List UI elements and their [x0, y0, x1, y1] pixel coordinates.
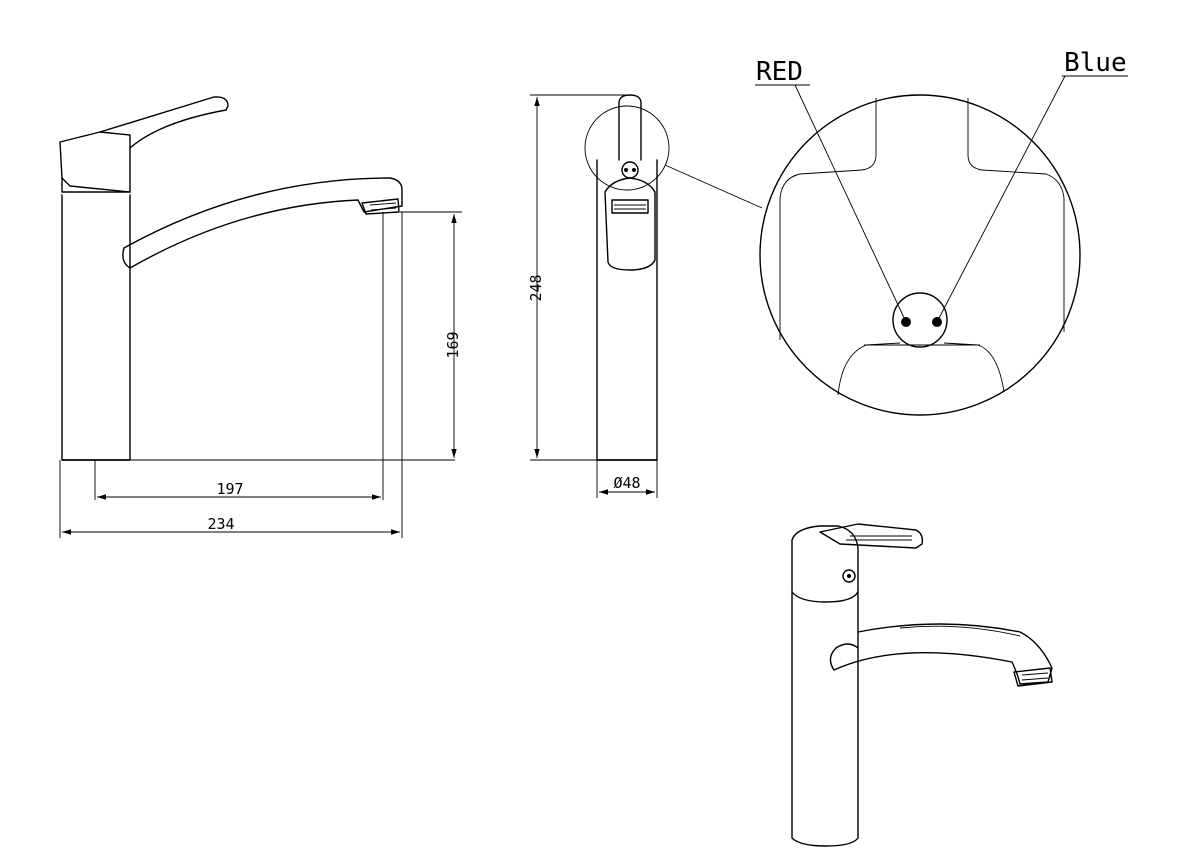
dim-label-234: 234 — [207, 515, 234, 533]
dim-spout-reach: 197 — [94, 212, 384, 500]
label-blue: Blue — [1064, 48, 1127, 78]
dim-label-d48: Ø48 — [613, 474, 640, 492]
magnified-detail — [755, 75, 1128, 416]
perspective-view — [791, 523, 1053, 847]
dim-label-169: 169 — [444, 331, 462, 358]
dim-body-diameter: Ø48 — [596, 460, 658, 498]
dim-label-197: 197 — [216, 480, 243, 498]
label-red: RED — [756, 57, 803, 87]
front-view — [584, 94, 763, 461]
dim-overall-height: 248 — [527, 94, 630, 461]
side-view — [59, 96, 455, 461]
dim-spout-height: 169 — [400, 211, 462, 458]
dim-overall-width: 234 — [59, 212, 403, 538]
dim-label-248: 248 — [527, 274, 545, 301]
